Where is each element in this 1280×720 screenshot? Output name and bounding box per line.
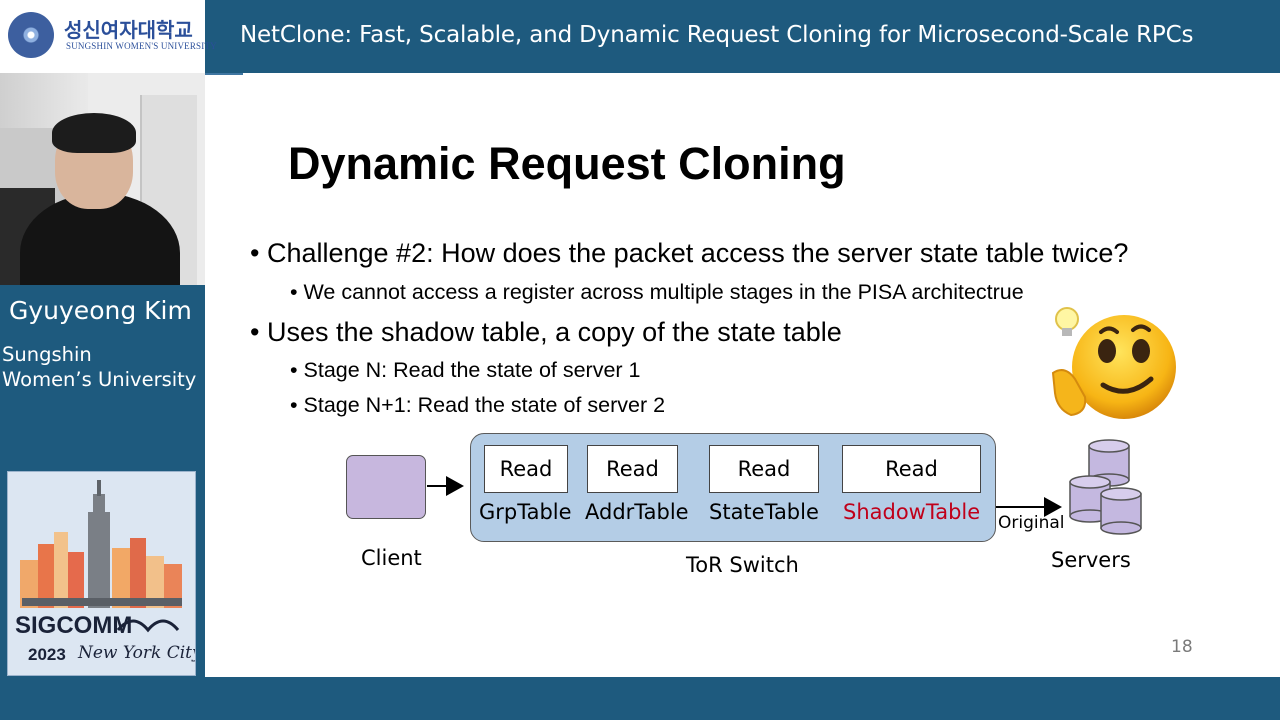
university-logo: 성신여자대학교 SUNGSHIN WOMEN'S UNIVERSITY [0,0,217,73]
conference-year: 2023 [28,645,66,664]
affiliation-line-2: Women’s University [2,368,197,391]
client-label: Client [361,546,422,570]
conference-city: New York City [78,643,196,663]
read-box-grptable: Read [484,445,568,493]
slide-top-rule [205,73,243,75]
speaker-panel [0,285,205,470]
university-emblem-icon [8,12,54,58]
speaker-affiliation: Sungshin Women’s University [2,342,196,392]
logo-english-text: SUNGSHIN WOMEN'S UNIVERSITY [66,41,217,51]
talk-title: NetClone: Fast, Scalable, and Dynamic Re… [240,22,1194,48]
read-box-addrtable: Read [587,445,678,493]
tor-switch-label: ToR Switch [686,553,799,577]
slide-title: Dynamic Request Cloning [288,138,846,189]
table-label-shadowtable: ShadowTable [843,500,981,524]
table-label-addrtable: AddrTable [585,500,689,524]
table-label-statetable: StateTable [709,500,819,524]
logo-korean-text: 성신여자대학교 [64,18,193,42]
original-label: Original [998,513,1065,533]
thinking-emoji-icon [1051,307,1176,419]
conference-name: SIGCOMM [15,612,133,639]
table-label-grptable: GrpTable [479,500,572,524]
read-box-shadowtable: Read [842,445,981,493]
sub-bullet-stage-n1: • Stage N+1: Read the state of server 2 [290,393,666,417]
skyline-icon [8,472,195,675]
sub-bullet-register: • We cannot access a register across mul… [290,280,1024,304]
slide-page-number: 18 [1171,637,1193,657]
sub-bullet-stage-n: • Stage N: Read the state of server 1 [290,358,641,382]
speaker-name: Gyuyeong Kim [9,296,192,325]
bullet-shadow-table: • Uses the shadow table, a copy of the s… [250,317,842,347]
video-speaker-hair [52,113,136,153]
bullet-challenge: • Challenge #2: How does the packet acce… [250,238,1129,268]
affiliation-line-1: Sungshin [2,343,92,366]
client-node [346,455,426,519]
conference-logo: SIGCOMM 2023 New York City [7,471,196,676]
servers-label: Servers [1051,548,1131,572]
read-box-statetable: Read [709,445,819,493]
speaker-video [0,73,205,285]
